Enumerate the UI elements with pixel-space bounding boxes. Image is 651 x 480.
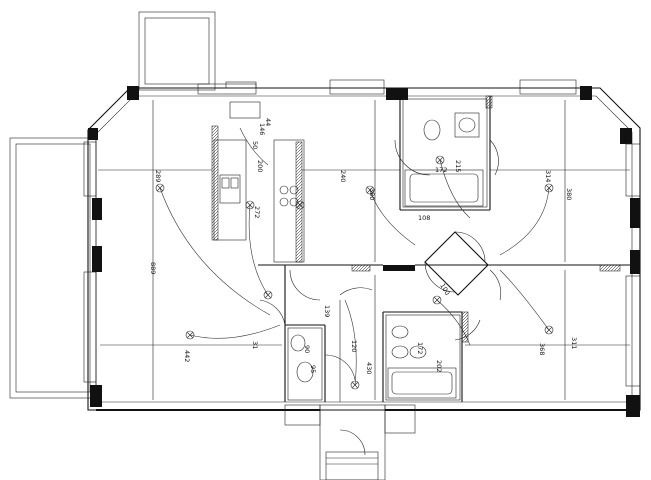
dim-bedroom2-height: 311 xyxy=(570,337,578,349)
windows-top xyxy=(197,79,577,95)
dim-diag-door: 100 xyxy=(438,282,451,297)
dim-wc-height: 95 xyxy=(309,365,317,373)
dim-bath2-height: 202 xyxy=(435,360,443,372)
light-fixture-icon xyxy=(544,325,554,335)
bathroom-lower xyxy=(385,314,461,401)
dim-hall-width: 240 xyxy=(339,170,347,182)
bathroom-upper xyxy=(402,98,488,208)
interior-walls xyxy=(258,96,632,402)
lower-outer-wall xyxy=(96,404,632,434)
dim-bedroom-width: 314 xyxy=(544,170,552,182)
dim-living-lower: 442 xyxy=(183,350,191,362)
windows-side xyxy=(83,141,641,387)
diagonal-door-lobby xyxy=(424,231,489,296)
top-balcony xyxy=(138,11,216,91)
exterior-walls xyxy=(87,86,641,417)
dim-hall-height: 380 xyxy=(368,188,376,200)
light-fixture-icon xyxy=(435,155,445,165)
light-fixtures xyxy=(155,155,554,390)
light-fixture-icon xyxy=(185,330,195,340)
light-fixture-icon xyxy=(263,290,273,300)
dim-kitchen-e: 50 xyxy=(251,141,259,149)
left-balcony xyxy=(9,137,97,399)
light-fixture-icon xyxy=(432,295,442,305)
dim-living-width: 289 xyxy=(154,170,162,182)
light-fixture-icon xyxy=(245,200,255,210)
dim-corridor-height: 430 xyxy=(365,362,373,374)
dim-kitchen-b: 272 xyxy=(253,206,261,218)
dim-bedroom2-width: 368 xyxy=(538,343,546,355)
light-fixture-icon xyxy=(350,380,360,390)
dim-living-height: 889 xyxy=(149,262,157,274)
dim-corridor-width: 139 xyxy=(323,305,331,317)
wc-room xyxy=(287,327,323,401)
dim-kitchen-f: 31 xyxy=(251,341,259,349)
dim-bath1-width: 215 xyxy=(454,160,462,172)
kitchen-counter xyxy=(213,101,305,263)
dim-bath-passage: 108 xyxy=(418,214,430,222)
dimension-labels: 289 889 442 240 380 314 380 215 172 108 … xyxy=(149,118,578,374)
dim-kitchen-a: 200 xyxy=(256,160,264,172)
hatched-walls xyxy=(211,95,621,343)
dim-corridor-length: 120 xyxy=(350,340,358,352)
light-fixture-icon xyxy=(155,183,165,193)
dim-kitchen-d: 44 xyxy=(264,118,272,126)
light-fixture-icon xyxy=(295,200,305,210)
dim-bedroom-height: 380 xyxy=(565,188,573,200)
dimension-lines xyxy=(98,100,630,400)
electrical-wiring xyxy=(159,127,550,386)
dim-kitchen-c: 146 xyxy=(258,123,266,135)
entrance-corridor xyxy=(319,404,386,480)
light-fixture-icon xyxy=(544,183,554,193)
dim-wc-width: 90 xyxy=(303,345,311,353)
light-fixture-icon xyxy=(365,185,375,195)
door-swings xyxy=(259,139,502,381)
dim-bath1-inner: 172 xyxy=(435,166,447,174)
dim-bath2-width: 172 xyxy=(416,342,424,354)
